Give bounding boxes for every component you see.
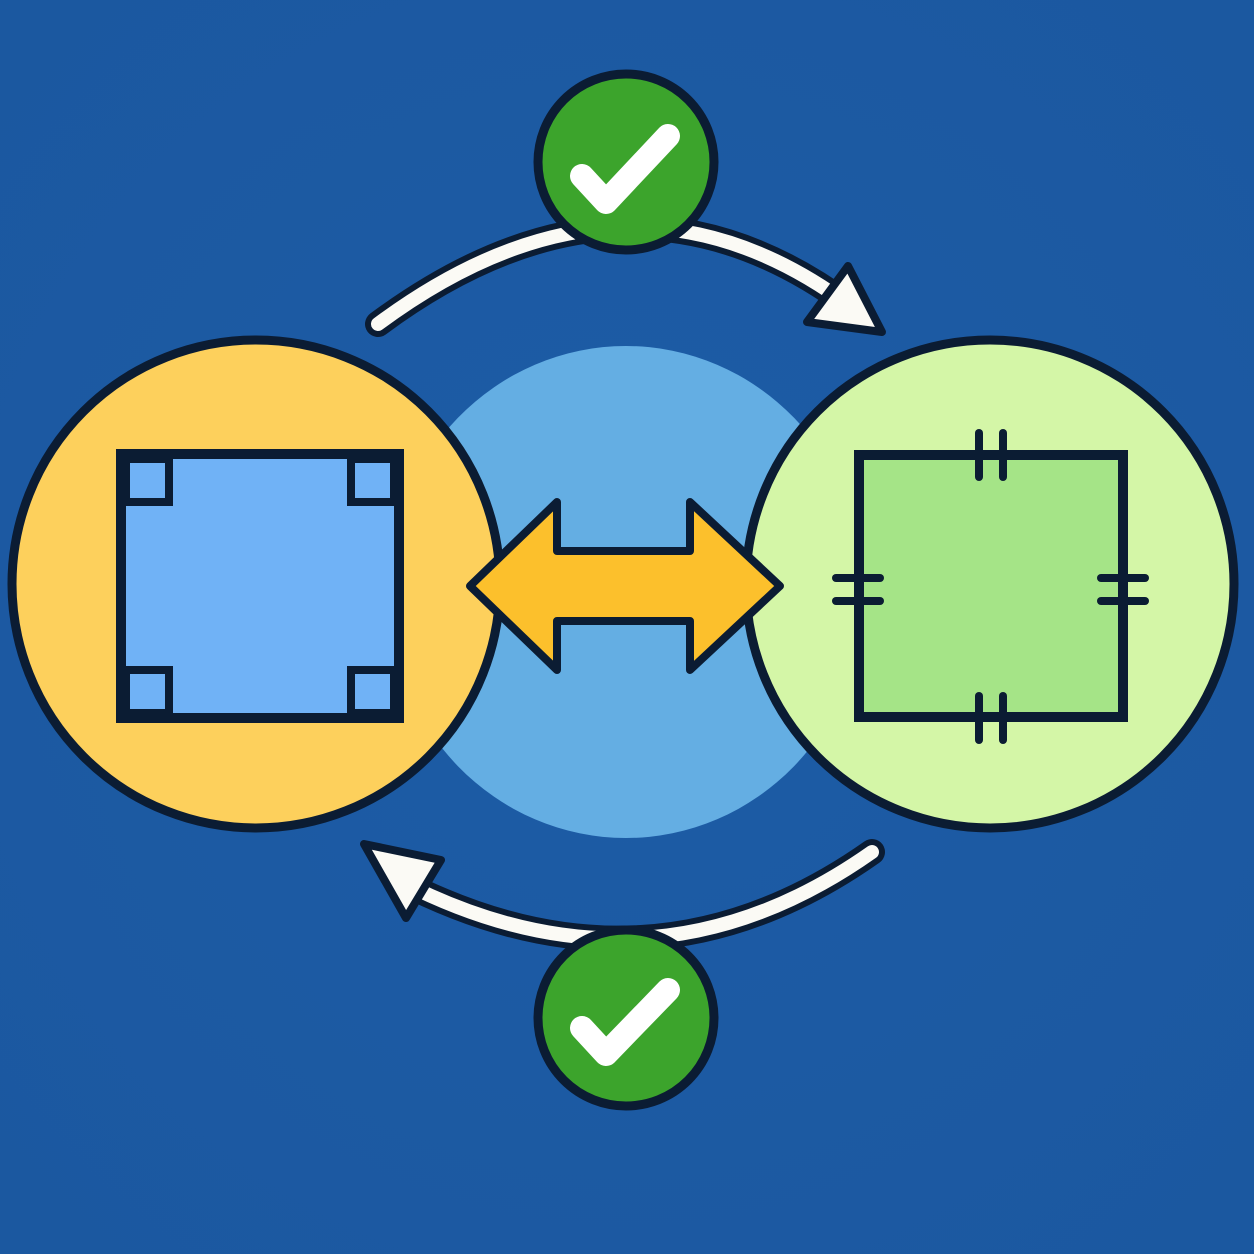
corner-mark-bottom-right <box>347 666 398 717</box>
corner-mark-top-left <box>122 455 173 506</box>
square-right-angle-icon <box>116 449 404 723</box>
tick-marks-top <box>975 429 1007 481</box>
tick-marks-bottom <box>975 692 1007 744</box>
bottom-check-badge <box>533 925 719 1111</box>
left-node <box>7 335 505 833</box>
check-icon <box>570 978 680 1066</box>
double-headed-arrow-icon <box>466 498 784 674</box>
tick-marks-right <box>1097 574 1149 605</box>
tick-marks-left <box>832 574 884 605</box>
top-check-badge <box>533 69 719 255</box>
check-icon <box>570 124 680 214</box>
right-node <box>741 335 1239 833</box>
corner-mark-top-right <box>347 455 398 506</box>
square-equal-sides-icon <box>832 429 1149 744</box>
corner-mark-bottom-left <box>122 666 173 717</box>
top-badge-circle <box>533 69 719 255</box>
right-square <box>854 450 1128 722</box>
